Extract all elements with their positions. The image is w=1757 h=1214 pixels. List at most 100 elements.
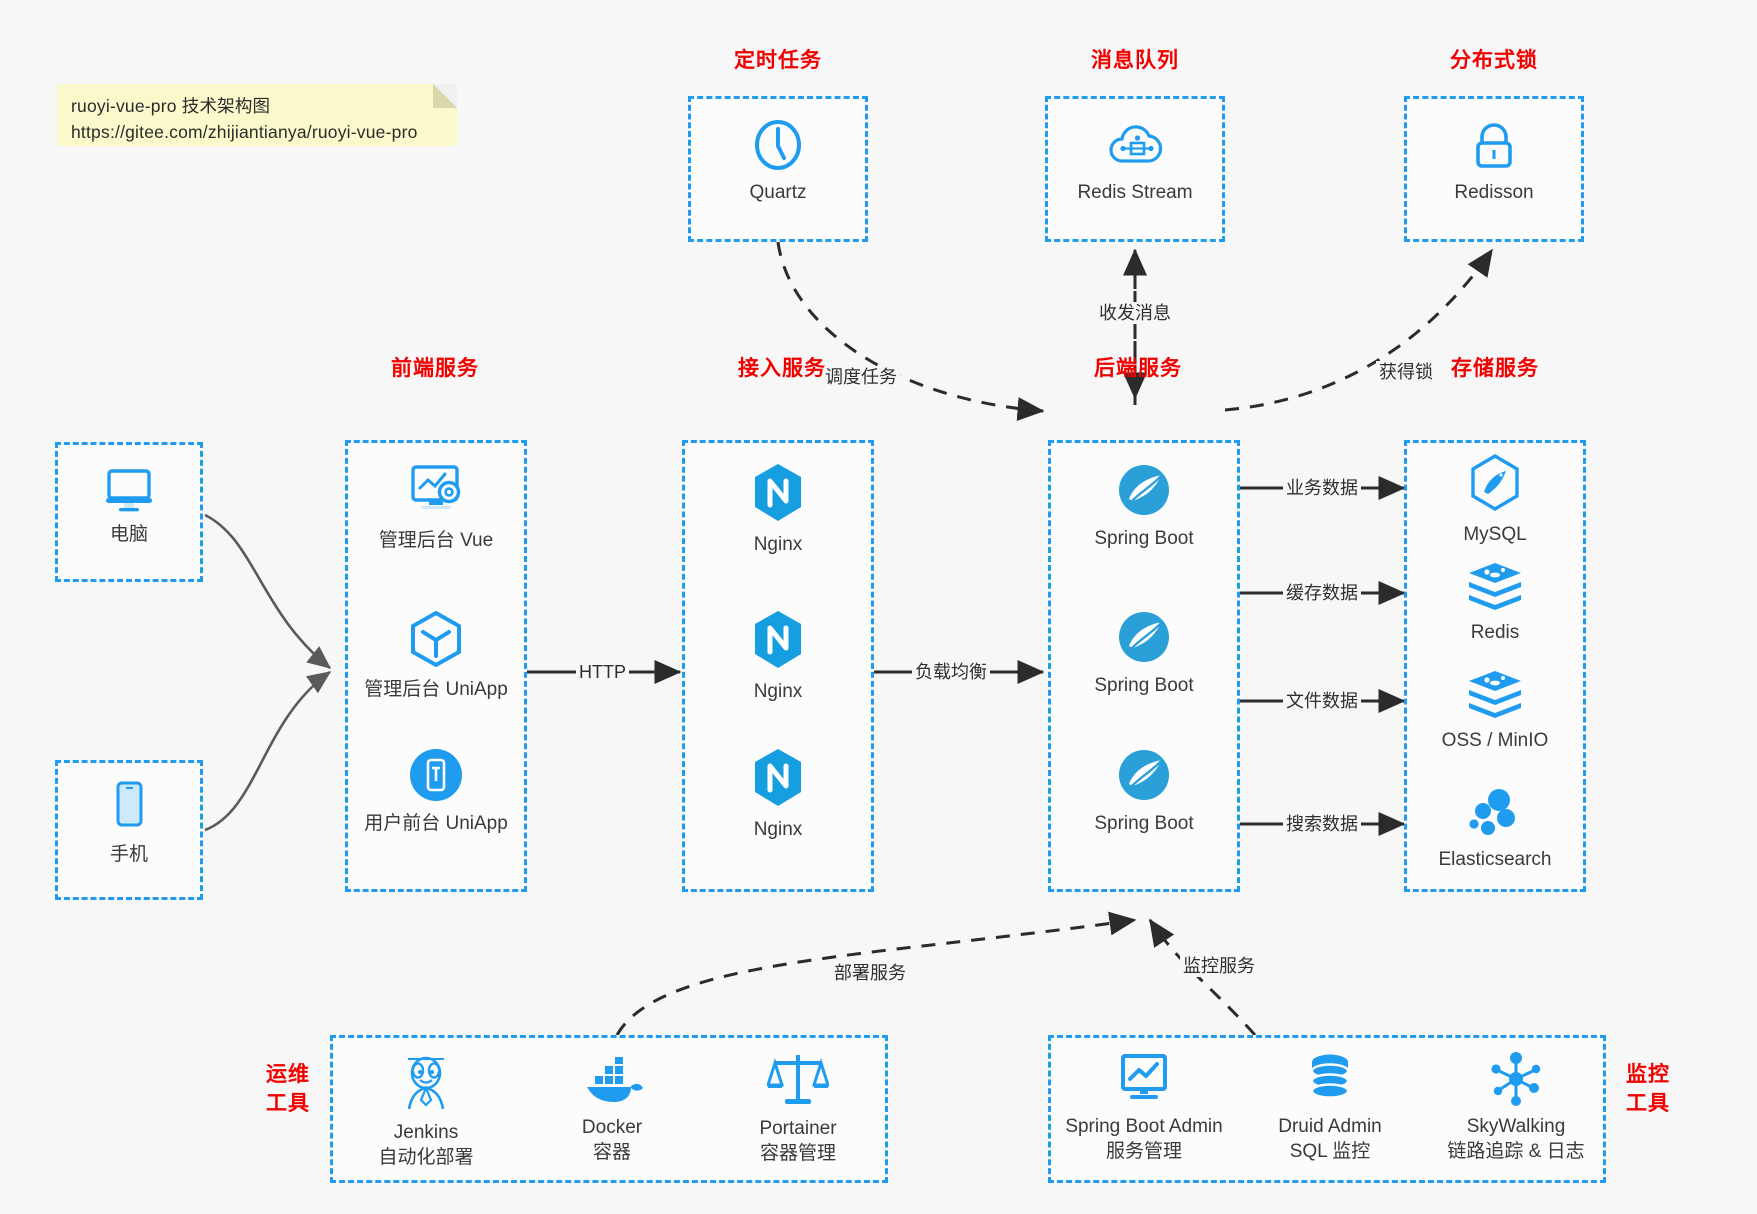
group-title-devops-line2: 工具 — [266, 1092, 310, 1115]
node-label-sub: 容器管理 — [759, 1143, 836, 1164]
jenkins-butler-icon — [407, 1056, 445, 1110]
edge-label-file-data: 文件数据 — [1283, 690, 1361, 712]
dashboard-gear-icon — [411, 465, 461, 509]
phone-icon — [116, 781, 143, 827]
lock-icon — [1476, 123, 1512, 168]
group-title-lock: 分布式锁 — [1450, 49, 1538, 72]
node-druid-admin[interactable]: Druid Admin SQL 监控 — [1237, 1051, 1423, 1164]
desktop-icon — [106, 469, 152, 512]
node-redis-stream[interactable]: Redis Stream — [1048, 117, 1222, 205]
group-title-backend: 后端服务 — [1094, 357, 1182, 380]
node-label: 用户前台 UniApp — [364, 813, 508, 834]
group-title-gateway: 接入服务 — [738, 357, 826, 380]
node-label-main: Druid Admin — [1278, 1116, 1382, 1137]
group-title-mq: 消息队列 — [1091, 49, 1179, 72]
node-label-main: SkyWalking — [1466, 1116, 1566, 1137]
node-spring-boot-3[interactable]: Spring Boot — [1051, 746, 1237, 836]
sticky-note: ruoyi-vue-pro 技术架构图 https://gitee.com/zh… — [57, 84, 457, 146]
edge-label-mq-message: 收发消息 — [1096, 302, 1174, 324]
spring-leaf-icon — [1119, 465, 1169, 515]
cube-icon — [411, 610, 461, 668]
nginx-icon — [755, 464, 801, 521]
edge-label-biz-data: 业务数据 — [1283, 477, 1361, 499]
group-backend: Spring Boot Spring Boot Spring Boot — [1048, 440, 1240, 892]
node-admin-uniapp[interactable]: 管理后台 UniApp — [348, 608, 524, 702]
node-label: Redisson — [1454, 182, 1534, 203]
clock-icon — [755, 120, 801, 170]
scales-icon — [767, 1055, 829, 1104]
group-client-pc: 电脑 — [55, 442, 203, 582]
node-elasticsearch[interactable]: Elasticsearch — [1407, 786, 1583, 872]
node-portainer[interactable]: Portainer 容器管理 — [705, 1051, 891, 1166]
node-label: 电脑 — [109, 524, 148, 545]
node-label: 手机 — [109, 844, 148, 865]
redis-stack-icon — [1469, 563, 1521, 610]
group-devops: Jenkins 自动化部署 Docker 容器 — [330, 1035, 888, 1183]
node-label: OSS / MinIO — [1441, 730, 1549, 751]
node-label: Druid Admin SQL 监控 — [1278, 1114, 1382, 1164]
node-jenkins[interactable]: Jenkins 自动化部署 — [333, 1051, 519, 1170]
edge-label-schedule: 调度任务 — [822, 366, 900, 388]
node-spring-boot-1[interactable]: Spring Boot — [1051, 461, 1237, 551]
node-label-sub: 自动化部署 — [378, 1147, 474, 1168]
node-skywalking[interactable]: SkyWalking 链路追踪 & 日志 — [1423, 1051, 1609, 1164]
node-nginx-2[interactable]: Nginx — [685, 608, 871, 704]
spring-leaf-icon — [1119, 612, 1169, 662]
group-title-storage: 存储服务 — [1451, 357, 1539, 380]
nginx-icon — [755, 611, 801, 668]
mobile-app-icon — [410, 749, 462, 801]
node-label: Jenkins 自动化部署 — [378, 1120, 473, 1170]
node-label: Docker 容器 — [582, 1115, 642, 1165]
node-label: Spring Boot — [1094, 813, 1194, 834]
edge-label-get-lock: 获得锁 — [1376, 361, 1436, 383]
group-storage: MySQL Redis OSS / MinIO — [1404, 440, 1586, 892]
edge-label-monitor: 监控服务 — [1180, 955, 1258, 977]
node-nginx-1[interactable]: Nginx — [685, 461, 871, 557]
group-mq: Redis Stream — [1045, 96, 1225, 242]
node-mobile[interactable]: 手机 — [58, 779, 200, 867]
group-title-devops: 运维 工具 — [258, 1060, 318, 1118]
node-mysql[interactable]: MySQL — [1407, 453, 1583, 547]
node-label: Quartz — [749, 182, 807, 203]
node-user-uniapp[interactable]: 用户前台 UniApp — [348, 746, 524, 836]
group-monitoring: Spring Boot Admin 服务管理 Druid Admin SQL 监… — [1048, 1035, 1606, 1183]
node-quartz[interactable]: Quartz — [691, 117, 865, 205]
node-label-sub: 链路追踪 & 日志 — [1447, 1141, 1585, 1162]
group-title-devops-line1: 运维 — [266, 1063, 310, 1086]
group-scheduler: Quartz — [688, 96, 868, 242]
mysql-dolphin-icon — [1471, 454, 1519, 511]
node-label: Redis Stream — [1077, 182, 1193, 203]
node-label-main: Jenkins — [393, 1122, 459, 1143]
group-lock: Redisson — [1404, 96, 1584, 242]
node-label: Nginx — [753, 681, 803, 702]
node-label: Nginx — [753, 819, 803, 840]
node-spring-boot-2[interactable]: Spring Boot — [1051, 608, 1237, 698]
node-label: Spring Boot — [1094, 675, 1194, 696]
node-oss-minio[interactable]: OSS / MinIO — [1407, 669, 1583, 753]
node-label: Spring Boot Admin 服务管理 — [1065, 1114, 1222, 1164]
note-fold-icon — [433, 84, 457, 108]
node-label: Portainer 容器管理 — [759, 1116, 836, 1166]
monitor-chart-icon — [1121, 1054, 1167, 1099]
node-label: Spring Boot — [1094, 528, 1194, 549]
node-label: 管理后台 UniApp — [364, 679, 508, 700]
edge-label-http: HTTP — [576, 661, 629, 683]
edge-label-loadbalance: 负载均衡 — [912, 661, 990, 683]
node-label: Nginx — [753, 534, 803, 555]
cloud-node-icon — [1109, 125, 1163, 163]
node-label-sub: SQL 监控 — [1289, 1141, 1371, 1162]
node-nginx-3[interactable]: Nginx — [685, 746, 871, 842]
note-line-2: https://gitee.com/zhijiantianya/ruoyi-vu… — [71, 122, 418, 142]
node-admin-vue[interactable]: 管理后台 Vue — [348, 461, 524, 553]
node-docker[interactable]: Docker 容器 — [519, 1056, 705, 1165]
node-pc[interactable]: 电脑 — [58, 465, 200, 547]
node-redisson[interactable]: Redisson — [1407, 117, 1581, 205]
database-icon — [1310, 1054, 1350, 1099]
group-gateway: Nginx Nginx Nginx — [682, 440, 874, 892]
node-spring-boot-admin[interactable]: Spring Boot Admin 服务管理 — [1051, 1051, 1237, 1164]
node-redis[interactable]: Redis — [1407, 561, 1583, 645]
elasticsearch-icon — [1469, 789, 1515, 835]
nginx-icon — [755, 749, 801, 806]
group-title-scheduler: 定时任务 — [734, 49, 822, 72]
